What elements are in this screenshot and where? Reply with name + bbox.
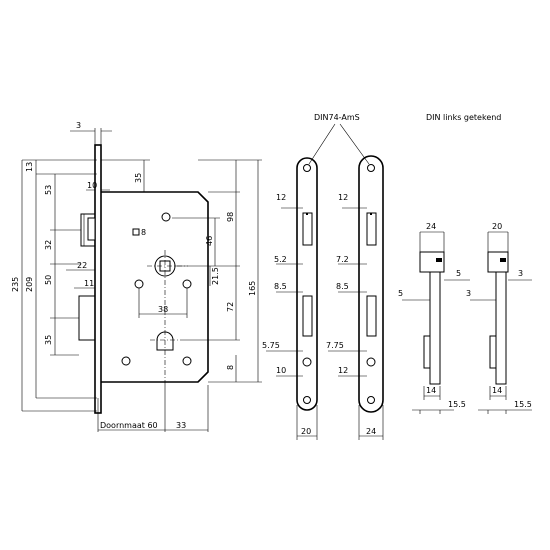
lock-body-view: 8 235 209 13 53 32 50 35 3 (11, 121, 262, 432)
dim-46: 46 (205, 236, 214, 246)
dim-22: 22 (77, 261, 87, 270)
dim-53: 53 (44, 185, 53, 195)
fa-dim-20: 20 (301, 427, 311, 436)
dim-235: 235 (11, 277, 20, 292)
dim-165: 165 (248, 281, 257, 296)
dim-209: 209 (25, 277, 34, 292)
title-din-left: DIN links getekend (426, 113, 501, 122)
dim-38: 38 (158, 305, 168, 314)
faceplate-a: 12 5.2 8.5 5.75 10 20 (262, 157, 318, 440)
strike-b: 20 3 3 14 15.5 (466, 222, 532, 414)
fb-dim-12: 12 (338, 193, 348, 202)
sa-dim-14: 14 (426, 386, 436, 395)
backset-label: Doornmaat 60 (100, 421, 158, 430)
dim-35-left: 35 (44, 335, 53, 345)
fb-dim-8-5: 8.5 (336, 282, 349, 291)
sb-dim-15-5: 15.5 (514, 400, 532, 409)
title-din74: DIN74-AmS (314, 113, 360, 122)
fa-dim-8-5: 8.5 (274, 282, 287, 291)
dim-72: 72 (226, 302, 235, 312)
fa-dim-10: 10 (276, 366, 286, 375)
fa-dim-5-75: 5.75 (262, 341, 280, 350)
label-8: 8 (141, 228, 146, 237)
dim-10: 10 (87, 181, 97, 190)
dim-13: 13 (25, 162, 34, 172)
sa-dim-24: 24 (426, 222, 436, 231)
fb-dim-24: 24 (366, 427, 376, 436)
dim-3-top: 3 (76, 121, 81, 130)
dead-bolt (78, 295, 96, 341)
dim-32: 32 (44, 240, 53, 250)
fa-dim-5-2: 5.2 (274, 255, 287, 264)
sb-dim-20: 20 (492, 222, 502, 231)
sa-dim-15-5: 15.5 (448, 400, 466, 409)
dim-11: 11 (84, 279, 94, 288)
dim-50: 50 (44, 275, 53, 285)
fb-dim-12b: 12 (338, 366, 348, 375)
sb-dim-14: 14 (492, 386, 502, 395)
sa-dim-5-right: 5 (456, 269, 461, 278)
fb-dim-7-2: 7.2 (336, 255, 349, 264)
dim-33: 33 (176, 421, 186, 430)
strike-a: 24 5 5 14 15.5 (398, 222, 470, 414)
dim-8-right: 8 (226, 365, 235, 370)
sa-dim-5-left: 5 (398, 289, 403, 298)
square-marker (132, 228, 140, 236)
sb-dim-3-left: 3 (466, 289, 471, 298)
dim-98: 98 (226, 212, 235, 222)
fb-dim-7-75: 7.75 (326, 341, 344, 350)
sb-dim-3-right: 3 (518, 269, 523, 278)
dim-21-5: 21.5 (211, 267, 220, 285)
lock-case (101, 191, 209, 383)
faceplate-b: 12 7.2 8.5 7.75 12 24 (326, 155, 384, 440)
fa-dim-12: 12 (276, 193, 286, 202)
dim-35-top: 35 (134, 173, 143, 183)
